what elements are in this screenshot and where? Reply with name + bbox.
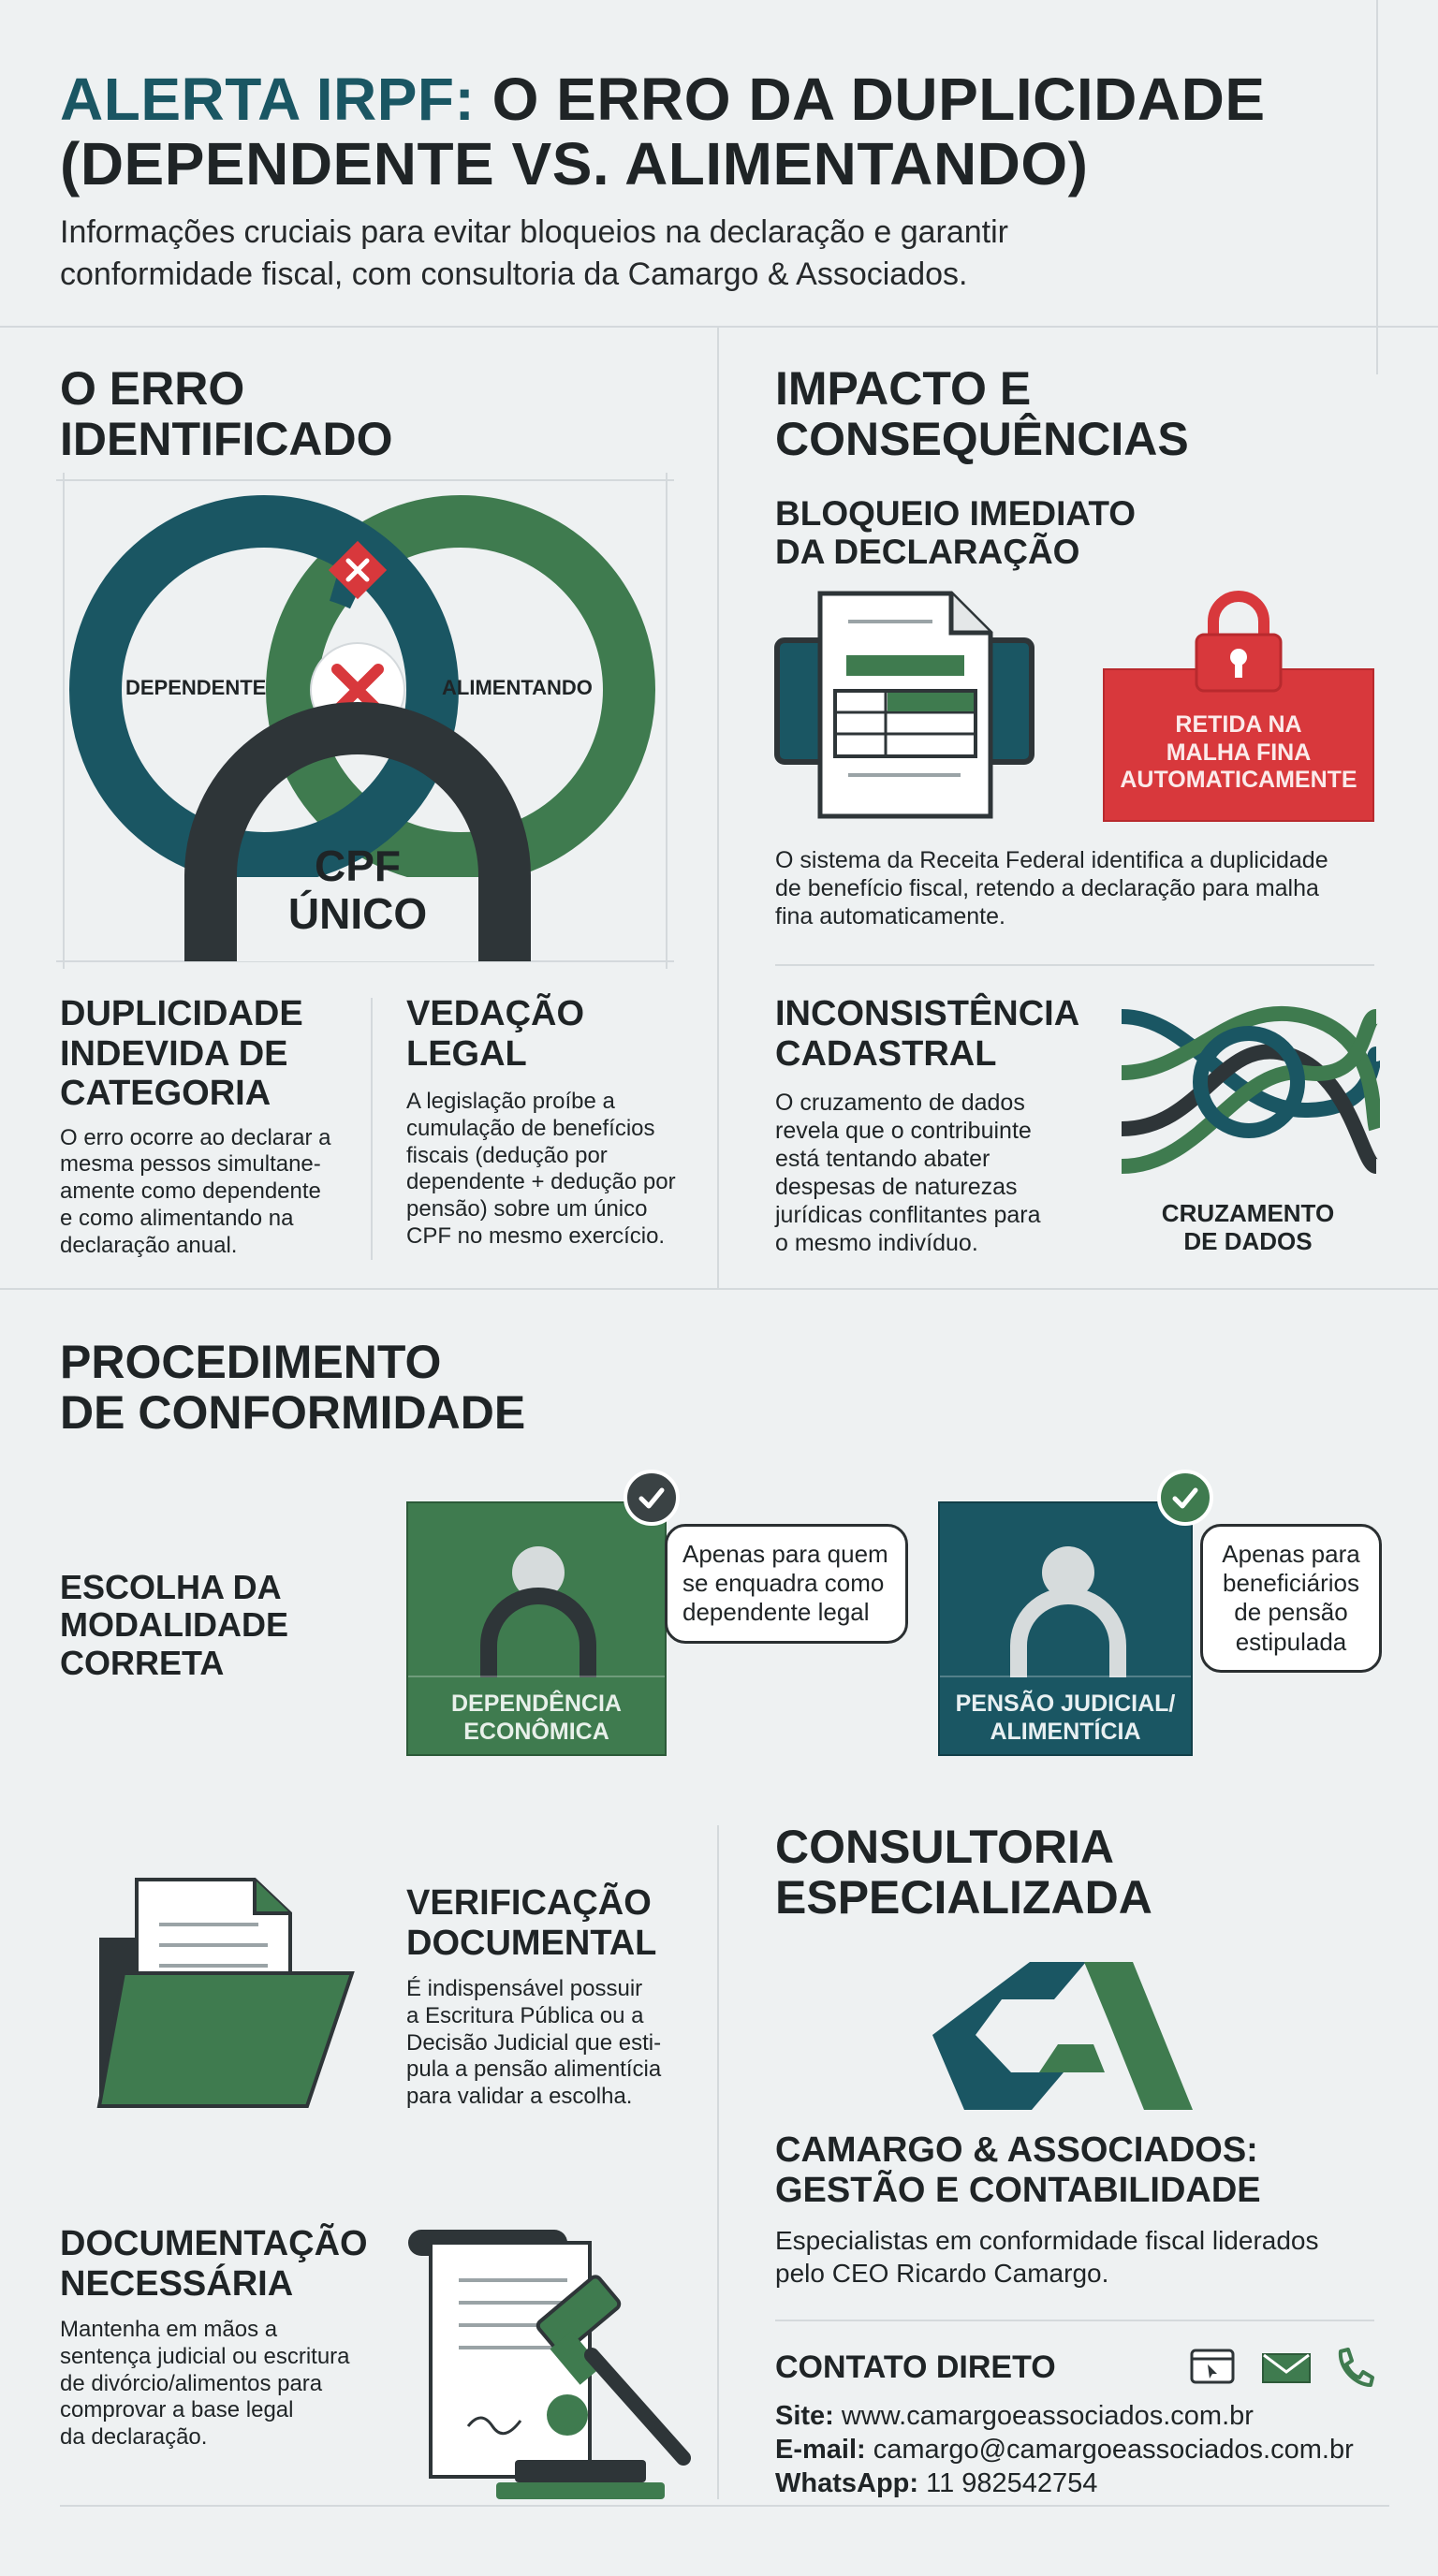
header: ALERTA IRPF: O ERRO DA DUPLICIDADE (DEPE… [60, 66, 1389, 297]
email-link[interactable]: camargo@camargoeassociados.com.br [873, 2435, 1354, 2465]
page-title: ALERTA IRPF: O ERRO DA DUPLICIDADE (DEPE… [60, 66, 1389, 198]
lock-icon [1195, 591, 1283, 693]
divider [775, 2320, 1374, 2321]
divider [775, 964, 1374, 966]
page-subtitle: Informações cruciais para evitar bloquei… [60, 214, 1008, 293]
person-icon [1010, 1546, 1126, 1677]
card-pensao-judicial[interactable]: PENSÃO JUDICIAL/ALIMENTÍCIA [938, 1501, 1193, 1756]
card-label: PENSÃO JUDICIAL/ALIMENTÍCIA [955, 1690, 1176, 1745]
divider [60, 2505, 1389, 2507]
title-line2: (DEPENDENTE VS. ALIMENTANDO) [60, 130, 1089, 198]
title-accent: ALERTA IRPF: [60, 66, 476, 133]
venn-label-dependente: DEPENDENTE [125, 676, 267, 699]
folder-icon [96, 1878, 355, 2108]
document-icon [774, 591, 1034, 819]
contact-site: Site: www.camargoeassociados.com.br [775, 2401, 1254, 2431]
website-icon[interactable] [1189, 2348, 1236, 2385]
person-icon [480, 1546, 596, 1677]
check-icon [624, 1470, 680, 1526]
phone-icon[interactable] [1333, 2346, 1374, 2389]
company-description: Especialistas em conformidade fiscal lid… [775, 2226, 1319, 2288]
company-logo [932, 1962, 1193, 2110]
divider [0, 1288, 1438, 1290]
bloqueio-text: O sistema da Receita Federal identifica … [775, 847, 1328, 929]
divider [0, 326, 1438, 328]
data-crossing-icon [1121, 1005, 1380, 1174]
divider [371, 998, 373, 1260]
venn-label-alimentando: ALIMENTANDO [442, 676, 593, 699]
check-icon [1157, 1470, 1213, 1526]
title-line1: O ERRO DA DUPLICIDADE [492, 66, 1266, 133]
venn-diagram [56, 473, 674, 969]
site-link[interactable]: www.camargoeassociados.com.br [841, 2401, 1254, 2431]
company-name: CAMARGO & ASSOCIADOS:GESTÃO E CONTABILID… [775, 2130, 1261, 2210]
whatsapp-link[interactable]: 11 982542754 [926, 2468, 1098, 2498]
contact-whatsapp: WhatsApp: 11 982542754 [775, 2468, 1098, 2498]
contact-title: CONTATO DIRETO [775, 2349, 1056, 2385]
divider [717, 1825, 719, 2499]
contact-email: E-mail: camargo@camargoeassociados.com.b… [775, 2435, 1354, 2465]
divider [717, 326, 719, 1290]
email-icon[interactable] [1260, 2351, 1313, 2385]
divider [1376, 0, 1378, 374]
gavel-document-icon [408, 2230, 691, 2499]
